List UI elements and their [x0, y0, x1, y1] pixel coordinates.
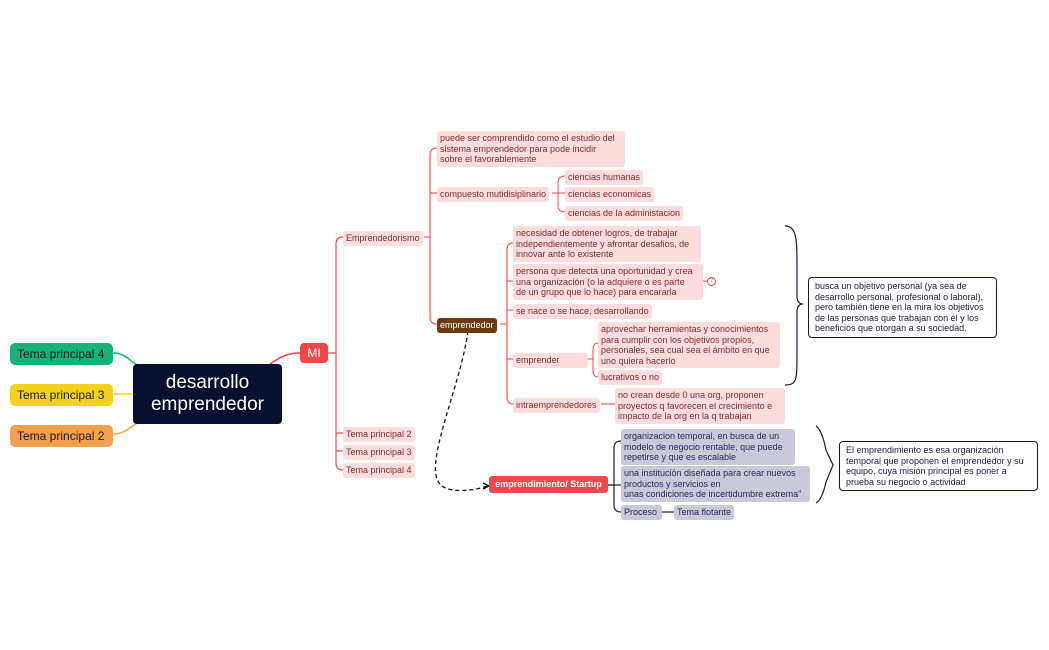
callout-emprendedor[interactable]: busca un objetivo personal (ya sea de de… — [808, 277, 997, 338]
topic-organizacion-temporal[interactable]: organizacion temporal, en busca de un mo… — [621, 429, 795, 465]
text-line: no crean desde 0 una org, proponen — [618, 390, 764, 400]
text-line: pero también tiene en la mira los objeti… — [815, 302, 984, 312]
central-topic-line2: emprendedor — [150, 394, 265, 415]
topic-tema-principal-2-right[interactable]: Tema principal 2 — [343, 427, 415, 442]
text-line: impacto de la org en la q trabajan — [618, 411, 752, 421]
text-line: productos y servicios en — [624, 478, 721, 489]
topic-ciencias-humanas[interactable]: ciencias humanas — [565, 170, 644, 185]
text-line: repetirse y que es escalable — [624, 452, 737, 462]
topic-proceso[interactable]: Proceso — [621, 505, 662, 520]
topic-persona-oportunidad[interactable]: persona que detecta una oportunidad y cr… — [513, 264, 703, 300]
topic-emprendimiento-startup[interactable]: emprendimiento/ Startup — [489, 476, 608, 493]
text-line: El emprendimiento es esa organización — [846, 445, 1004, 455]
topic-se-nace-o-se-hace[interactable]: se nace o se hace, desarrollando — [513, 304, 652, 319]
topic-emprendedorismo[interactable]: Emprendedorismo — [343, 231, 423, 246]
topic-emprendedor[interactable]: emprendedor — [437, 318, 497, 333]
text-line: proyectos q favorecen el crecimiento e — [618, 400, 773, 411]
text-line: personales, sea cual sea el ámbito en qu… — [601, 345, 770, 355]
topic-necesidad-logros[interactable]: necesidad de obtener logros, de trabajar… — [513, 226, 701, 262]
text-line: necesidad de obtener logros, de trabajar — [516, 228, 678, 238]
text-line: persona que detecta una oportunidad y cr… — [516, 266, 693, 276]
text-line: una organización (o la adquiere o es par… — [516, 276, 685, 287]
topic-ciencias-administacion[interactable]: ciencias de la administacion — [565, 206, 684, 221]
text-line: unas condiciones de incertidumbre extrem… — [624, 489, 802, 499]
question-marker-icon[interactable]: ? — [707, 277, 716, 286]
text-line: beneficios que otorgan a su sociedad. — [815, 323, 967, 333]
text-line: aprovechar herramientas y conocimientos — [601, 324, 769, 334]
topic-tema-flotante[interactable]: Tema flotante — [674, 505, 735, 520]
text-line: una institución diseñada para crear nuev… — [624, 468, 796, 478]
topic-lucrativos-o-no[interactable]: lucrativos o no — [598, 370, 663, 385]
topic-tema-principal-4[interactable]: Tema principal 4 — [10, 343, 113, 365]
text-line: temporal que proponen el emprendedor y s… — [846, 455, 1024, 466]
topic-mi[interactable]: MI — [300, 343, 328, 363]
topic-ciencias-economicas[interactable]: ciencias economicas — [565, 187, 655, 202]
topic-intraemprendedores[interactable]: intraemprendedores — [513, 398, 600, 413]
topic-no-crean-desde-cero[interactable]: no crean desde 0 una org, proponen proye… — [615, 388, 785, 424]
topic-institucion-disenada[interactable]: una institución diseñada para crear nuev… — [621, 466, 810, 502]
text-line: de las personas que trabajan con él y lo… — [815, 312, 979, 323]
text-line: sobre el favorablemente — [440, 154, 537, 164]
topic-compuesto-multidisciplinario[interactable]: compuesto mutidisiplinario — [437, 187, 550, 202]
topic-tema-principal-3-right[interactable]: Tema principal 3 — [343, 445, 415, 460]
text-line: sistema emprendedor para pode incidir — [440, 143, 597, 154]
topic-tema-principal-2[interactable]: Tema principal 2 — [10, 425, 113, 447]
text-line: modelo de negocio rentable, que puede — [624, 441, 783, 452]
topic-aprovechar-herramientas[interactable]: aprovechar herramientas y conocimientos … — [598, 322, 780, 368]
callout-emprendimiento[interactable]: El emprendimiento es esa organización te… — [839, 441, 1038, 491]
text-line: desarrollo personal, profesional o labor… — [815, 291, 984, 302]
text-line: innovar ante lo existente — [516, 249, 614, 259]
central-topic-line1: desarrollo — [165, 372, 250, 393]
text-line: prueba su negocio o actividad — [846, 476, 966, 487]
topic-emprender[interactable]: emprender — [513, 353, 588, 368]
topic-tema-principal-4-right[interactable]: Tema principal 4 — [343, 463, 415, 478]
text-line: puede ser comprendido como el estudio de… — [440, 133, 615, 143]
text-line: organizacion temporal, en busca de un — [624, 431, 780, 441]
topic-tema-principal-3[interactable]: Tema principal 3 — [10, 384, 113, 406]
text-line: equipo, cuya misión principal es poner a — [846, 466, 1007, 476]
text-line: de un grupo que lo hace) para encararla — [516, 287, 677, 297]
topic-definicion[interactable]: puede ser comprendido como el estudio de… — [437, 131, 625, 167]
text-line: busca un objetivo personal (ya sea de — [815, 281, 967, 291]
text-line: independientemente y afrontar desafios, … — [516, 238, 690, 249]
central-topic[interactable]: desarrollo emprendedor — [133, 364, 282, 424]
text-line: para cumplir con los objetivos propios, — [601, 334, 755, 345]
text-line: uno quiera hacerlo — [601, 355, 676, 366]
